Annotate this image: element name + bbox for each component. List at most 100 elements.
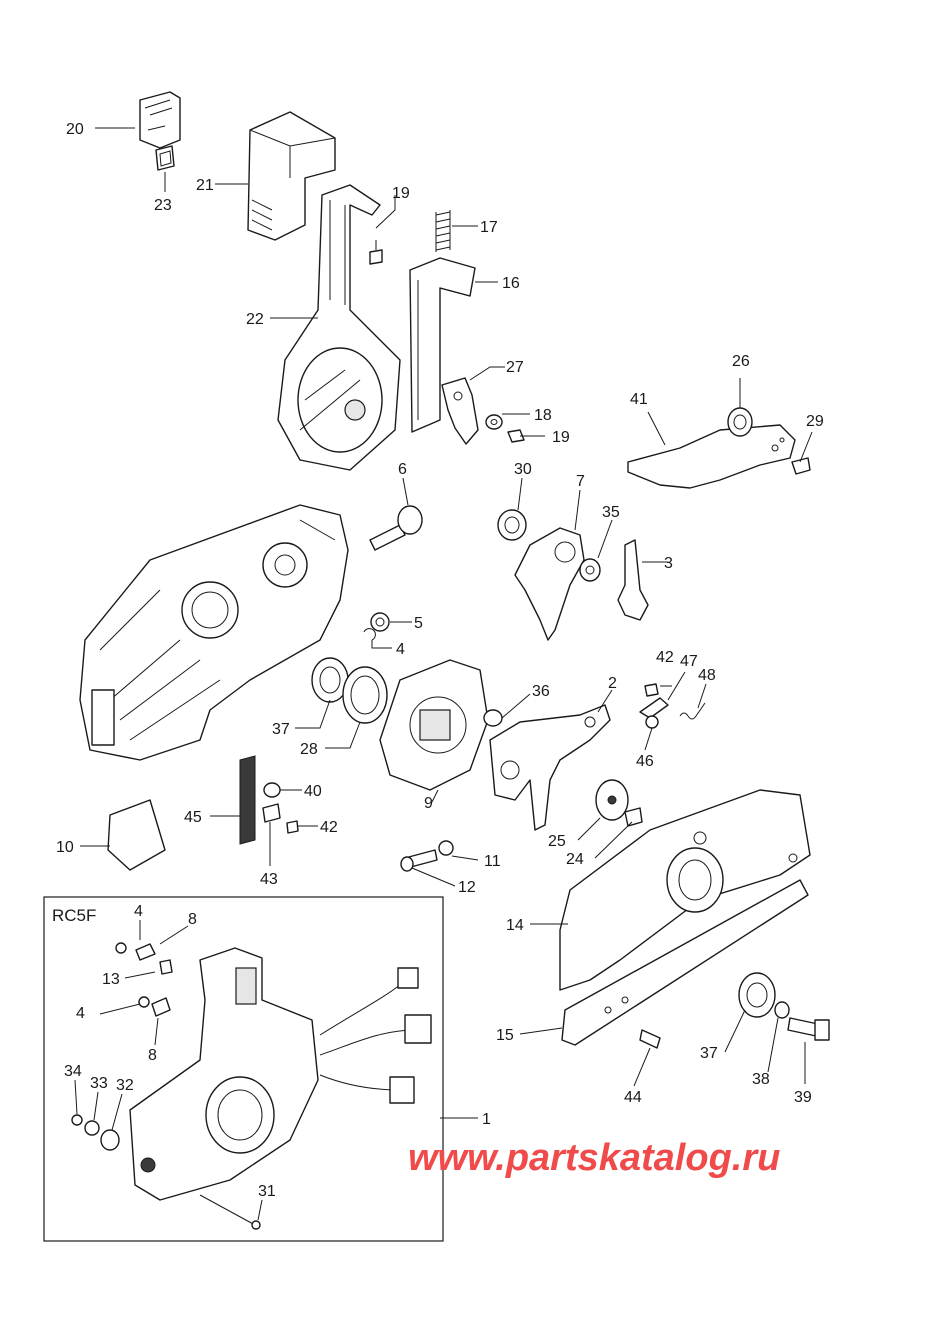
part-18-washer — [485, 414, 503, 430]
part-36-bushing — [483, 709, 503, 727]
part-38-washer — [774, 1001, 790, 1019]
callout-45: 45 — [184, 809, 202, 826]
part-22-control-lever — [277, 184, 401, 471]
callout-25: 25 — [548, 833, 566, 850]
inset-part-1-remote-control-assy — [129, 947, 432, 1201]
part-44-screw — [639, 1029, 661, 1049]
part-15-lower-plate — [561, 879, 809, 1046]
part-41-lever — [627, 424, 796, 489]
part-7-cam-plate — [514, 527, 585, 641]
part-12-bolt — [400, 849, 438, 872]
callout-17: 17 — [480, 219, 498, 236]
part-16-neutral-lever — [409, 257, 476, 433]
part-23-insert — [155, 145, 175, 171]
part-6-pin — [369, 505, 423, 551]
part-25-detent — [595, 779, 629, 821]
callout-47: 47 — [680, 653, 698, 670]
callout-44: 44 — [624, 1089, 642, 1106]
callout-38: 38 — [752, 1071, 770, 1088]
callout-29: 29 — [806, 413, 824, 430]
callout-48: 48 — [698, 667, 716, 684]
callout-19b: 19 — [552, 429, 570, 446]
part-21-handle-cover — [247, 111, 336, 241]
part-11-nut — [438, 840, 454, 856]
callout-12: 12 — [458, 879, 476, 896]
callout-4a: 4 — [396, 641, 405, 658]
inset-box — [43, 896, 444, 1242]
part-35-washer — [579, 558, 601, 582]
callout-32: 32 — [116, 1077, 134, 1094]
inset-part-8-block-b — [151, 997, 171, 1017]
callout-14: 14 — [506, 917, 524, 934]
callout-37a: 37 — [272, 721, 290, 738]
callout-30: 30 — [514, 461, 532, 478]
part-45-strip — [239, 755, 256, 845]
callout-19a: 19 — [392, 185, 410, 202]
callout-23: 23 — [154, 197, 172, 214]
callout-31: 31 — [258, 1183, 276, 1200]
part-48-spring — [679, 702, 706, 720]
part-40-cap — [263, 782, 281, 798]
part-42-screw-b — [286, 820, 299, 834]
callout-22: 22 — [246, 311, 264, 328]
part-39-bolt — [787, 1017, 830, 1041]
callout-46: 46 — [636, 753, 654, 770]
callout-43: 43 — [260, 871, 278, 888]
callout-24: 24 — [566, 851, 584, 868]
callout-4b: 4 — [134, 903, 143, 920]
leader-lines — [80, 127, 813, 1119]
inset-part-31-bolt — [199, 1194, 261, 1230]
callout-13: 13 — [102, 971, 120, 988]
callout-36: 36 — [532, 683, 550, 700]
part-4-clip-a — [363, 628, 376, 641]
inset-part-34-nut — [71, 1114, 83, 1126]
callout-21: 21 — [196, 177, 214, 194]
part-24-spring-clip — [624, 807, 643, 827]
callout-7: 7 — [576, 473, 585, 490]
callout-8a: 8 — [188, 911, 197, 928]
callout-18: 18 — [534, 407, 552, 424]
inset-part-4-clip-b — [138, 996, 150, 1008]
part-9-gear-drum — [379, 659, 489, 791]
part-26-collar — [727, 407, 753, 437]
callout-41: 41 — [630, 391, 648, 408]
callout-10: 10 — [56, 839, 74, 856]
inset-part-4-clip — [115, 942, 127, 954]
part-43-plate — [262, 803, 281, 823]
callout-42b: 42 — [320, 819, 338, 836]
callout-2: 2 — [608, 675, 617, 692]
callout-39: 39 — [794, 1089, 812, 1106]
callout-20: 20 — [66, 121, 84, 138]
callout-26: 26 — [732, 353, 750, 370]
callout-4c: 4 — [76, 1005, 85, 1022]
callout-15: 15 — [496, 1027, 514, 1044]
callout-42a: 42 — [656, 649, 674, 666]
callout-11: 11 — [484, 853, 501, 870]
callout-34: 34 — [64, 1063, 82, 1080]
callout-3: 3 — [664, 555, 673, 572]
part-2-throttle-arm — [489, 704, 611, 831]
part-19-screw-a — [369, 240, 383, 265]
callout-5: 5 — [414, 615, 423, 632]
part-30-bushing — [497, 509, 527, 541]
callout-1: 1 — [482, 1111, 491, 1128]
part-3-arm — [617, 539, 649, 621]
callout-37b: 37 — [700, 1045, 718, 1062]
callout-40: 40 — [304, 783, 322, 800]
inset-part-8-block — [135, 943, 156, 961]
part-46-washer — [645, 715, 659, 729]
callout-labels: 20 23 21 19 17 16 22 27 18 19 26 41 29 6… — [56, 121, 824, 1200]
part-10-cover — [107, 799, 166, 871]
inset-title: RC5F — [52, 906, 96, 925]
inset-part-33-washer — [84, 1120, 100, 1136]
part-29-screw — [791, 457, 811, 475]
part-19-screw-b — [507, 429, 525, 443]
callout-6: 6 — [398, 461, 407, 478]
callout-27: 27 — [506, 359, 524, 376]
part-14-side-plate — [559, 789, 811, 991]
callout-9: 9 — [424, 795, 433, 812]
inset-part-13-block — [159, 959, 173, 975]
callout-28: 28 — [300, 741, 318, 758]
